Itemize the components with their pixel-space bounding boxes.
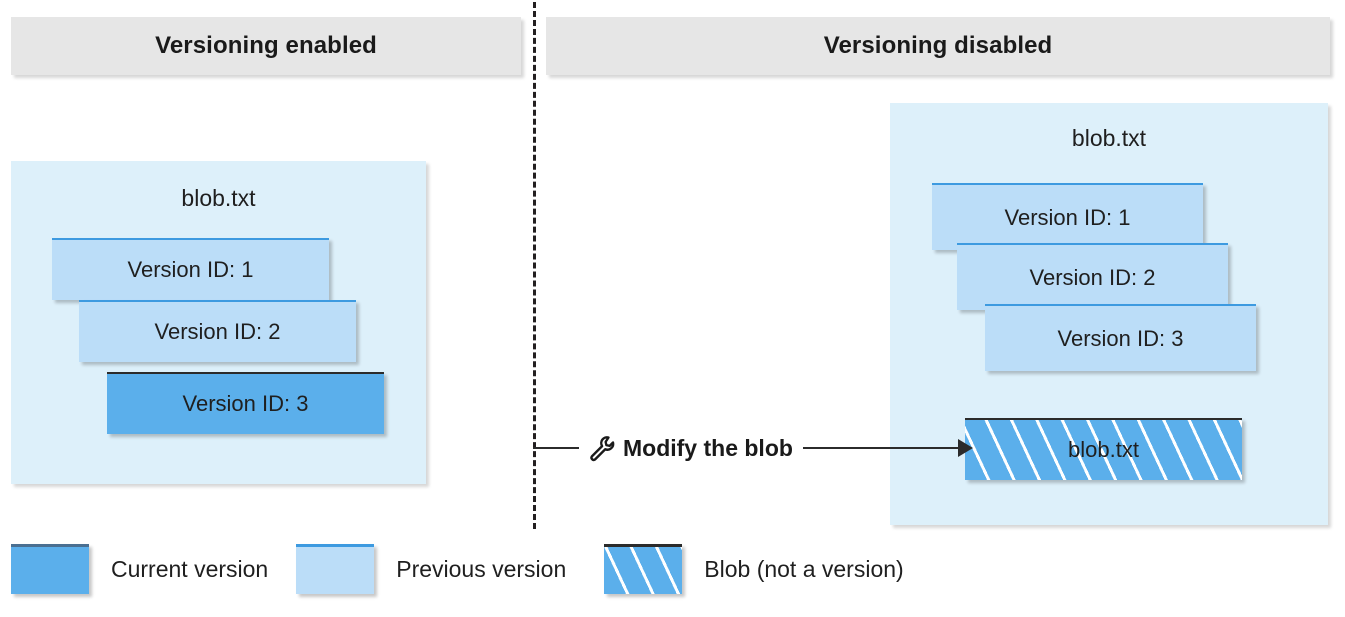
flow-line-segment: [533, 447, 579, 449]
legend-item-blob-not-a-version: Blob (not a version): [604, 541, 904, 597]
standalone-blob-label: blob.txt: [1068, 437, 1139, 462]
version-card-right-1-label: Version ID: 1: [1004, 204, 1131, 230]
version-card-right-2: Version ID: 2: [957, 243, 1228, 310]
version-card-right-3: Version ID: 3: [985, 304, 1256, 371]
version-card-left-1: Version ID: 1: [52, 238, 329, 300]
blob-name-label-right: blob.txt: [1071, 125, 1147, 151]
panel-header-versioning-disabled: Versioning disabled: [546, 17, 1330, 75]
legend-label-current-version: Current version: [111, 555, 269, 582]
wrench-icon: [585, 431, 619, 465]
vertical-dashed-divider: [533, 2, 536, 529]
modify-the-blob-label: Modify the blob: [623, 434, 793, 461]
arrow-shaft: [802, 447, 960, 449]
current-version-swatch: [11, 544, 89, 594]
panel-header-versioning-enabled: Versioning enabled: [11, 17, 521, 75]
legend-item-previous-version: Previous version: [296, 541, 566, 597]
panel-header-left-label: Versioning enabled: [155, 32, 377, 59]
arrow-right-icon: [802, 439, 973, 457]
modify-the-blob-flow: Modify the blob: [533, 424, 973, 472]
version-card-left-3-label: Version ID: 3: [182, 391, 309, 416]
version-card-left-2: Version ID: 2: [79, 300, 356, 362]
version-card-left-2-label: Version ID: 2: [154, 319, 281, 344]
version-card-left-1-label: Version ID: 1: [127, 257, 254, 282]
legend-item-current-version: Current version: [11, 541, 268, 597]
legend-label-previous-version: Previous version: [396, 555, 567, 582]
legend: Current version Previous version Blob (n…: [11, 541, 904, 597]
version-card-left-3-current: Version ID: 3: [107, 372, 384, 434]
blob-hatched-swatch: [604, 544, 683, 594]
version-card-right-1: Version ID: 1: [932, 183, 1203, 250]
arrow-head: [958, 439, 973, 457]
previous-version-swatch: [296, 544, 375, 594]
blob-name-label-left: blob.txt: [181, 185, 256, 211]
version-card-right-2-label: Version ID: 2: [1029, 264, 1156, 290]
legend-label-blob-not-a-version: Blob (not a version): [704, 555, 904, 582]
blob-container-versioning-enabled: blob.txt Version ID: 1 Version ID: 2 Ver…: [11, 161, 426, 484]
panel-header-right-label: Versioning disabled: [823, 32, 1053, 59]
standalone-blob-not-a-version: blob.txt: [965, 418, 1242, 480]
version-card-right-3-label: Version ID: 3: [1057, 325, 1184, 351]
